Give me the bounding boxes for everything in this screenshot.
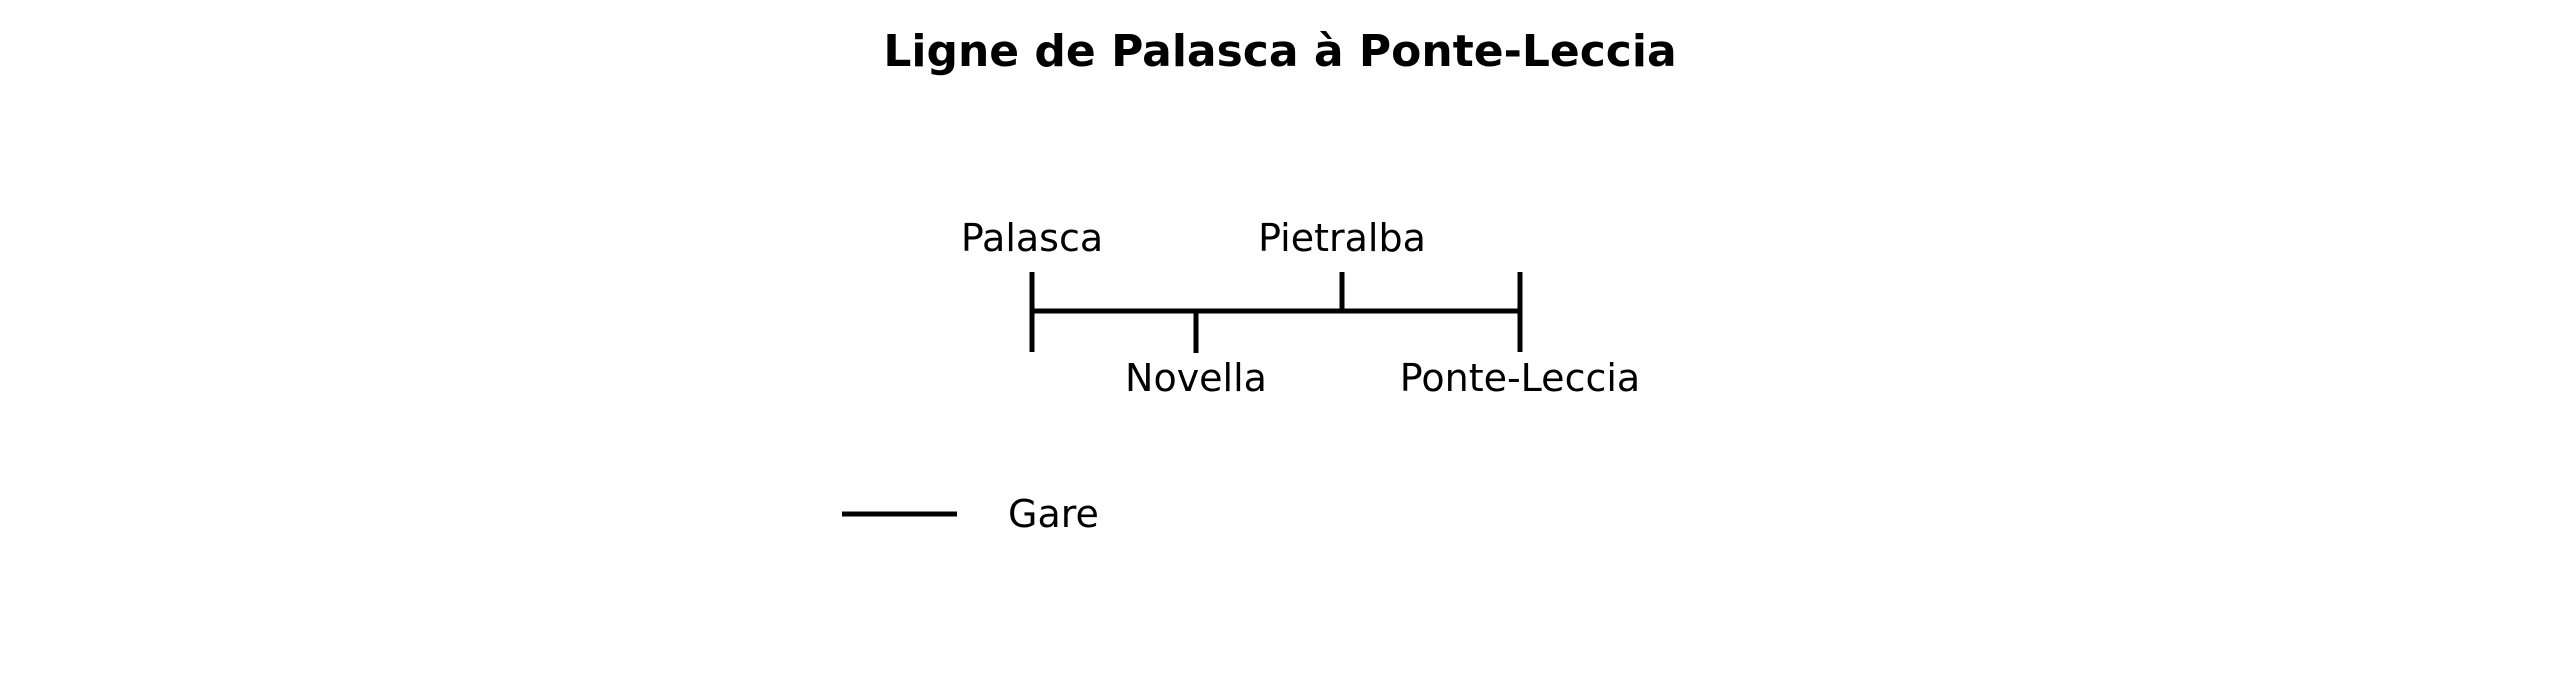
legend-label: Gare [1008, 492, 1099, 536]
legend: Gare [842, 492, 1099, 536]
station-label-novella: Novella [1125, 356, 1267, 400]
station-label-ponte-leccia: Ponte-Leccia [1400, 356, 1640, 400]
station-label-palasca: Palasca [961, 216, 1103, 260]
station-label-pietralba: Pietralba [1258, 216, 1426, 260]
diagram-title: Ligne de Palasca à Ponte-Leccia [883, 26, 1676, 77]
